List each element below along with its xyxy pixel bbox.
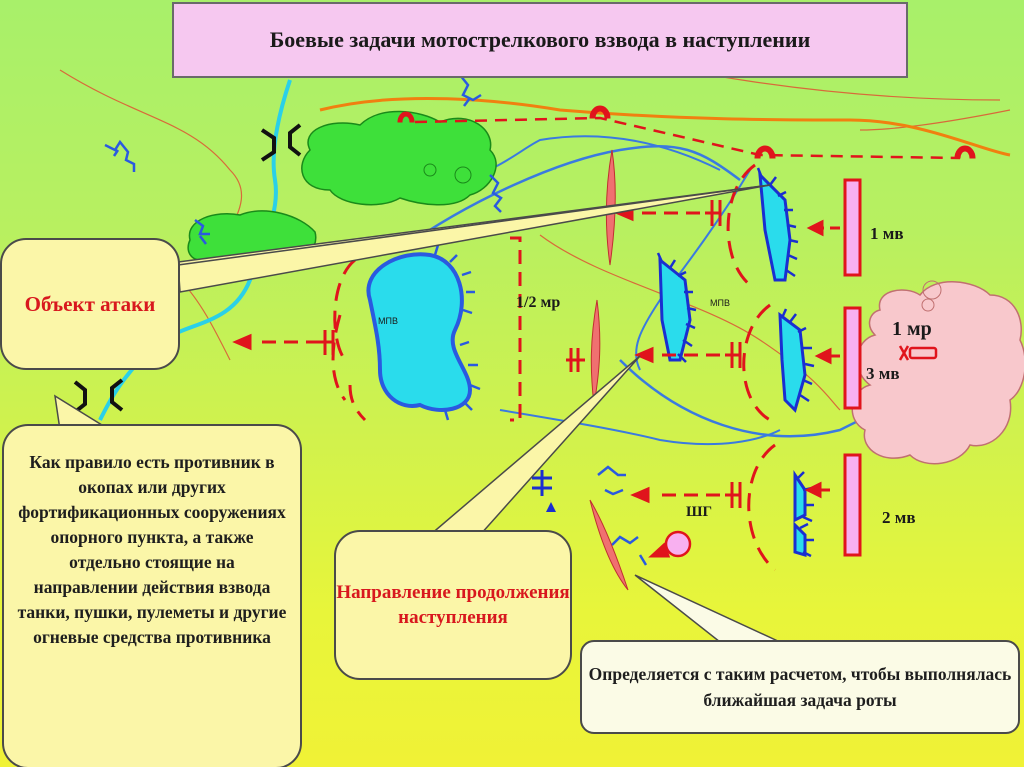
forest <box>301 110 497 206</box>
blue-marker <box>546 502 556 512</box>
terrain-line <box>499 409 781 446</box>
label-half-company: 1/2 мр <box>516 294 561 311</box>
label-company-1: 1 мр <box>892 318 932 340</box>
enemy-strongpoint-low-right <box>793 470 807 523</box>
callout-pointer-attack-edge <box>177 184 771 266</box>
enemy-strongpoint-center <box>658 256 692 362</box>
own-platoon-1 <box>843 178 862 277</box>
callout-company-task: Определяется с таким расчетом, чтобы вып… <box>580 640 1020 734</box>
unit-symbols <box>318 200 742 508</box>
label-mpv-left: МПВ <box>378 316 398 326</box>
enemy-position-spindle <box>589 499 629 591</box>
half-company-line <box>510 236 522 422</box>
trench-ticks-left <box>433 244 481 421</box>
terrain-line <box>459 135 721 181</box>
trench-symbol <box>104 74 648 566</box>
enemy-strongpoint-top-right <box>758 171 792 282</box>
page-title: Боевые задачи мотострелкового взвода в н… <box>172 2 908 78</box>
attack-arcs <box>331 163 776 572</box>
label-platoon-1: 1 мв <box>870 224 904 243</box>
weapon-symbol-icon <box>898 345 938 361</box>
callout-continuation: Направление продолжения наступления <box>334 530 572 680</box>
label-shg: ШГ <box>686 504 713 520</box>
enemy-strongpoint-left <box>366 252 473 412</box>
attack-arrows <box>232 204 840 558</box>
road-line <box>539 234 841 411</box>
bridge-symbol <box>73 123 302 414</box>
enemy-position-spindle <box>590 299 601 406</box>
target-marker <box>664 530 692 558</box>
label-platoon-3: 3 мв <box>866 364 900 383</box>
callout-pointer-company <box>634 574 781 643</box>
callout-attack-object: Объект атаки <box>0 238 180 370</box>
road-line <box>859 109 1011 131</box>
label-mpv-right: МПВ <box>710 298 730 308</box>
enemy-front-line <box>414 116 961 160</box>
cloud-detail <box>922 280 942 300</box>
own-platoon-2 <box>843 453 862 557</box>
forest-detail <box>454 166 472 184</box>
shg-symbol <box>532 470 552 496</box>
own-platoon-3 <box>843 306 862 410</box>
terrain-line <box>399 145 741 252</box>
label-platoon-2: 2 мв <box>882 508 916 527</box>
forest-detail <box>423 163 437 177</box>
callout-enemy-note: Как правило есть противник в окопах или … <box>2 424 302 767</box>
road-orange <box>319 96 1011 157</box>
road-line <box>59 69 243 231</box>
cloud-detail <box>921 298 935 312</box>
enemy-strongpoint-low-right-2 <box>793 521 807 558</box>
company-area-cloud <box>851 281 1024 465</box>
